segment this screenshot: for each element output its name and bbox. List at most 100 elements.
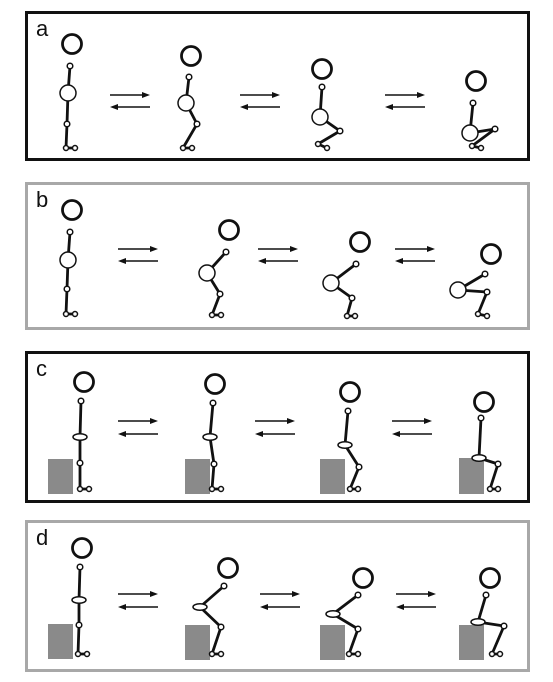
panel-a-figure-4-knee-joint bbox=[491, 125, 499, 133]
panel-c-figure-3-neck-joint bbox=[344, 407, 352, 415]
panel-label-d: d bbox=[36, 525, 49, 550]
panel-c-figure-1-toe-joint bbox=[85, 485, 93, 493]
panel-a-arrow-2-right-head bbox=[272, 92, 280, 98]
panel-c-arrow-2-left-head bbox=[255, 431, 263, 437]
panel-d-figure-2-support-box bbox=[185, 625, 210, 660]
panel-a-figure-1-head bbox=[61, 33, 83, 55]
panel-d-figure-1-trunk bbox=[77, 565, 82, 602]
panel-c-arrow-1-right-head bbox=[150, 418, 158, 424]
panel-a-figure-4-hip-joint bbox=[461, 124, 479, 142]
panel-a-figure-1-toe-joint bbox=[71, 144, 79, 152]
panel-c-figure-3-hip-joint bbox=[337, 441, 353, 449]
panel-d-figure-4-toe-joint bbox=[496, 650, 504, 658]
panel-c-arrow-2-right-head bbox=[287, 418, 295, 424]
panel-c-figure-4-toe-joint bbox=[494, 485, 502, 493]
panel-b-figure-1-ankle-joint bbox=[62, 310, 70, 318]
panel-a-figure-2-toe-joint bbox=[188, 144, 196, 152]
panel-d-figure-1-support-box bbox=[48, 624, 73, 659]
panel-b-figure-4-hip-joint bbox=[449, 281, 467, 299]
panel-a-arrow-3-right-head bbox=[417, 92, 425, 98]
panel-b-figure-3-head bbox=[349, 231, 371, 253]
panel-c-figure-2-toe-joint bbox=[217, 485, 225, 493]
panel-b-figure-3-hip-joint bbox=[322, 274, 340, 292]
panel-d-figure-3-toe-joint bbox=[354, 650, 362, 658]
panel-d-figure-4-shank bbox=[490, 624, 506, 656]
panel-b-figure-1-shank bbox=[64, 287, 69, 316]
panel-a-figure-2-hip-joint bbox=[177, 94, 195, 112]
panel-a-figure-2-head bbox=[180, 45, 202, 67]
panel-a-arrow-2-left-head bbox=[240, 104, 248, 110]
panel-d-figure-1-hip-joint bbox=[71, 596, 87, 604]
panel-c-figure-4-hip-joint bbox=[471, 454, 487, 462]
panel-d-figure-3-hip-joint bbox=[325, 610, 341, 618]
panel-a-figure-1-knee-joint bbox=[63, 120, 71, 128]
panel-d-figure-1-toe-joint bbox=[83, 650, 91, 658]
panel-b-figure-4-ankle-joint bbox=[474, 310, 482, 318]
panel-label-a: a bbox=[36, 16, 49, 41]
panel-d-figure-2-ankle-joint bbox=[208, 650, 216, 658]
panel-a-arrow-3-left-head bbox=[385, 104, 393, 110]
panel-d-figure-1-neck-joint bbox=[76, 563, 84, 571]
panel-a-figure-1-neck-joint bbox=[66, 62, 74, 70]
panel-d-figure-4-ankle-joint bbox=[488, 650, 496, 658]
panel-b-figure-2-hip-joint bbox=[198, 264, 216, 282]
panel-c-figure-1-trunk bbox=[78, 399, 83, 439]
panel-a-figure-4-ankle-joint bbox=[468, 142, 476, 150]
panel-d-figure-3-ankle-joint bbox=[345, 650, 353, 658]
panel-a-arrow-1-left-head bbox=[110, 104, 118, 110]
panel-d-figure-3-knee-joint bbox=[354, 625, 362, 633]
panel-d-arrow-3-right-head bbox=[428, 591, 436, 597]
panel-d-arrow-3-left-head bbox=[396, 604, 404, 610]
panel-d-arrow-1-right-head bbox=[150, 591, 158, 597]
panel-c-figure-2-hip-joint bbox=[202, 433, 218, 441]
panel-b-figure-2-head bbox=[218, 219, 240, 241]
panel-b-figure-4-shank bbox=[476, 290, 489, 316]
panel-b-figure-2-ankle-joint bbox=[208, 311, 216, 319]
panel-a-figure-4-head bbox=[465, 70, 487, 92]
panel-b-figure-1-knee-joint bbox=[63, 285, 71, 293]
panel-d-figure-1-knee-joint bbox=[75, 621, 83, 629]
panel-c-figure-4-knee-joint bbox=[494, 460, 502, 468]
panel-c-figure-2-head bbox=[204, 373, 226, 395]
panel-c-figure-4-shank bbox=[488, 462, 500, 491]
panel-a-figure-3-neck-joint bbox=[318, 83, 326, 91]
panel-b: b bbox=[25, 182, 530, 330]
panel-d-figure-2-head bbox=[217, 557, 239, 579]
panel-a-figure-4-shank bbox=[470, 127, 497, 148]
panel-c-arrow-1-left-head bbox=[118, 431, 126, 437]
panel-c-figure-1-ankle-joint bbox=[76, 485, 84, 493]
panel-c-figure-1-neck-joint bbox=[77, 397, 85, 405]
panel-c-figure-2-neck-joint bbox=[209, 399, 217, 407]
panel-d-figure-1-shank bbox=[76, 623, 81, 656]
panel-b-figure-2-neck-joint bbox=[222, 248, 230, 256]
panel-a-figure-4-toe-joint bbox=[477, 144, 485, 152]
panel-b-arrow-2-left-head bbox=[258, 258, 266, 264]
panel-d-figure-4-trunk bbox=[476, 593, 488, 624]
panel-a-figure-1-shank bbox=[64, 122, 69, 150]
panel-c-figure-4-head bbox=[473, 391, 495, 413]
panel-b-figure-4-neck-joint bbox=[481, 270, 489, 278]
panel-a-figure-4-neck-joint bbox=[469, 99, 477, 107]
panel-b-figure-2-shank bbox=[210, 292, 222, 317]
panel-d-figure-2-shank bbox=[210, 625, 223, 656]
panel-c-arrow-3-right-head bbox=[424, 418, 432, 424]
panel-b-arrow-1-left-head bbox=[118, 258, 126, 264]
panel-d-figure-4-head bbox=[479, 567, 501, 589]
panel-c-figure-4-trunk bbox=[477, 416, 483, 460]
panel-c-figure-4-ankle-joint bbox=[486, 485, 494, 493]
panel-a-figure-3-hip-joint bbox=[311, 108, 329, 126]
panel-b-figure-1-toe-joint bbox=[71, 310, 79, 318]
panel-d-figure-3-shank bbox=[347, 627, 360, 656]
panel-d: d bbox=[25, 520, 530, 672]
panel-a-figure-3-head bbox=[311, 58, 333, 80]
panel-c-figure-3-trunk bbox=[343, 409, 350, 447]
panel-a-figure-2-knee-joint bbox=[193, 120, 201, 128]
panel-b-arrow-3-right-head bbox=[427, 246, 435, 252]
panel-a-figure-2-shank bbox=[181, 122, 199, 150]
panel-b-figure-4-toe-joint bbox=[483, 312, 491, 320]
panel-b-figure-3-ankle-joint bbox=[343, 312, 351, 320]
panel-a-arrow-1-right-head bbox=[142, 92, 150, 98]
panel-a-figure-2-ankle-joint bbox=[179, 144, 187, 152]
panel-d-figure-3-head bbox=[352, 567, 374, 589]
